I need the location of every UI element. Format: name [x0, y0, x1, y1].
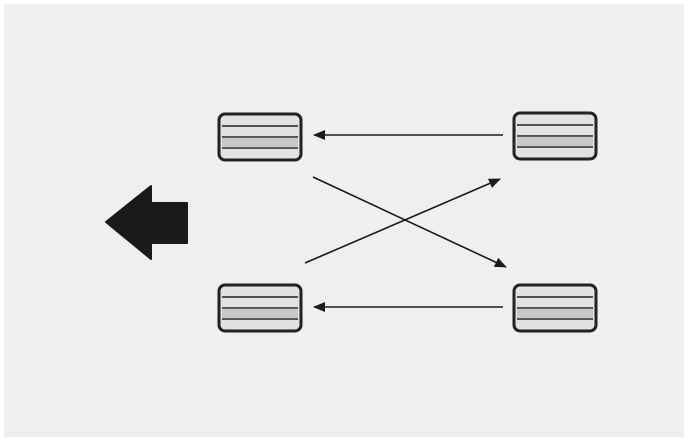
left-arrow-icon: [105, 185, 188, 260]
node-top-right: [512, 111, 598, 161]
node-bottom-left: [217, 283, 303, 333]
edge-bottom-left-to-top-right: [304, 178, 501, 264]
edge-top-left-to-bottom-right: [312, 176, 507, 268]
node-top-left: [217, 112, 303, 162]
node-bottom-right: [512, 283, 598, 333]
